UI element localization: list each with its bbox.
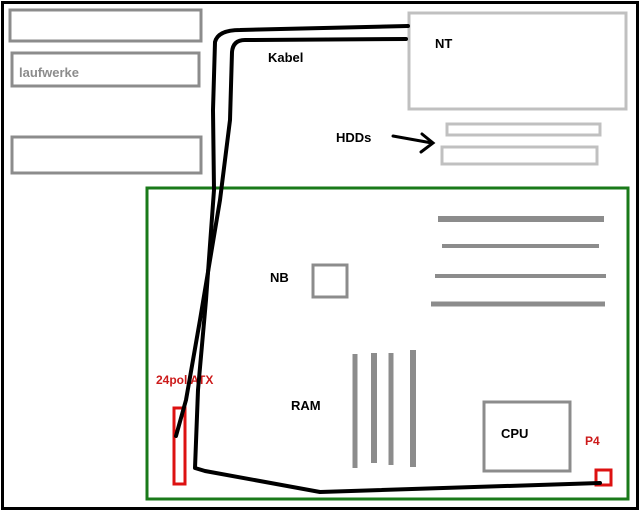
atx-connector-label: 24pol ATX	[156, 373, 213, 387]
cpu-label: CPU	[501, 426, 528, 441]
hdds-label: HDDs	[336, 130, 371, 145]
motherboard	[145, 186, 630, 501]
drive-bay-3	[10, 135, 203, 175]
drives-label: laufwerke	[19, 65, 79, 80]
drive-bay-1	[8, 8, 203, 43]
psu-label: NT	[435, 36, 452, 51]
cable-label: Kabel	[268, 50, 303, 65]
cpu-socket	[482, 400, 572, 473]
hdd-1	[445, 122, 602, 137]
p4-connector	[594, 468, 613, 487]
northbridge-label: NB	[270, 270, 289, 285]
ram-label: RAM	[291, 398, 321, 413]
power-supply	[407, 11, 628, 111]
atx-24pin-connector	[172, 406, 187, 486]
drive-bay-2	[10, 51, 201, 88]
northbridge-chip	[311, 263, 349, 299]
p4-connector-label: P4	[585, 434, 600, 448]
power-cable-strand	[174, 37, 408, 438]
power-cable	[193, 24, 602, 494]
hdd-arrow	[391, 132, 436, 154]
hdd-2	[440, 145, 599, 166]
